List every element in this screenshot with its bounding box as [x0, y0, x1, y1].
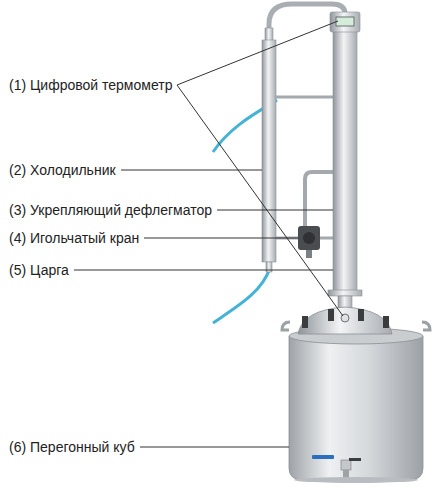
callout-label: (6) Перегонный куб [8, 438, 136, 456]
callout-label: (2) Холодильник [8, 161, 117, 179]
connecting-pipes-part [320, 237, 333, 240]
still-pot-part [302, 316, 308, 328]
still-pot-part [343, 470, 349, 478]
leader-line [140, 447, 289, 448]
connecting-pipes-part [305, 172, 333, 226]
still-pot-part [358, 309, 364, 321]
column [328, 12, 362, 308]
still-pot-part [422, 322, 430, 330]
needle-valve-part [298, 226, 320, 250]
still-pot-part [282, 322, 290, 330]
condenser-part [262, 40, 276, 262]
still-pot-part [298, 307, 392, 334]
connecting-pipes-part [276, 96, 333, 99]
still-pot-part [341, 460, 351, 470]
leader-line [74, 270, 333, 271]
needle-valve-part [303, 232, 315, 244]
leader-line [217, 210, 333, 211]
blue-hoses-part [213, 268, 270, 323]
leader-line [177, 21, 338, 85]
still-pot [282, 307, 430, 483]
callout-label: (4) Игольчатый кран [8, 229, 140, 247]
leader-line [121, 170, 262, 171]
callout-label: (3) Укрепляющий дефлегматор [8, 201, 213, 219]
needle-valve-part [306, 250, 312, 258]
callout-label: (5) Царга [8, 261, 70, 279]
still-pot-part [289, 336, 423, 480]
leader-line [144, 238, 298, 239]
still-pot-part [328, 309, 334, 321]
column-part [338, 296, 352, 308]
column-part [333, 30, 357, 292]
needle-valve [298, 226, 320, 258]
still-pot-part [383, 316, 389, 328]
still-pot-part [294, 477, 418, 483]
column-part [328, 290, 362, 296]
callout-label: (1) Цифровой термометр [8, 76, 173, 94]
connecting-pipes [276, 97, 333, 238]
column-part [336, 17, 354, 26]
still-pot-part [349, 458, 361, 461]
condenser [262, 28, 276, 272]
still-pot-part [312, 455, 334, 459]
